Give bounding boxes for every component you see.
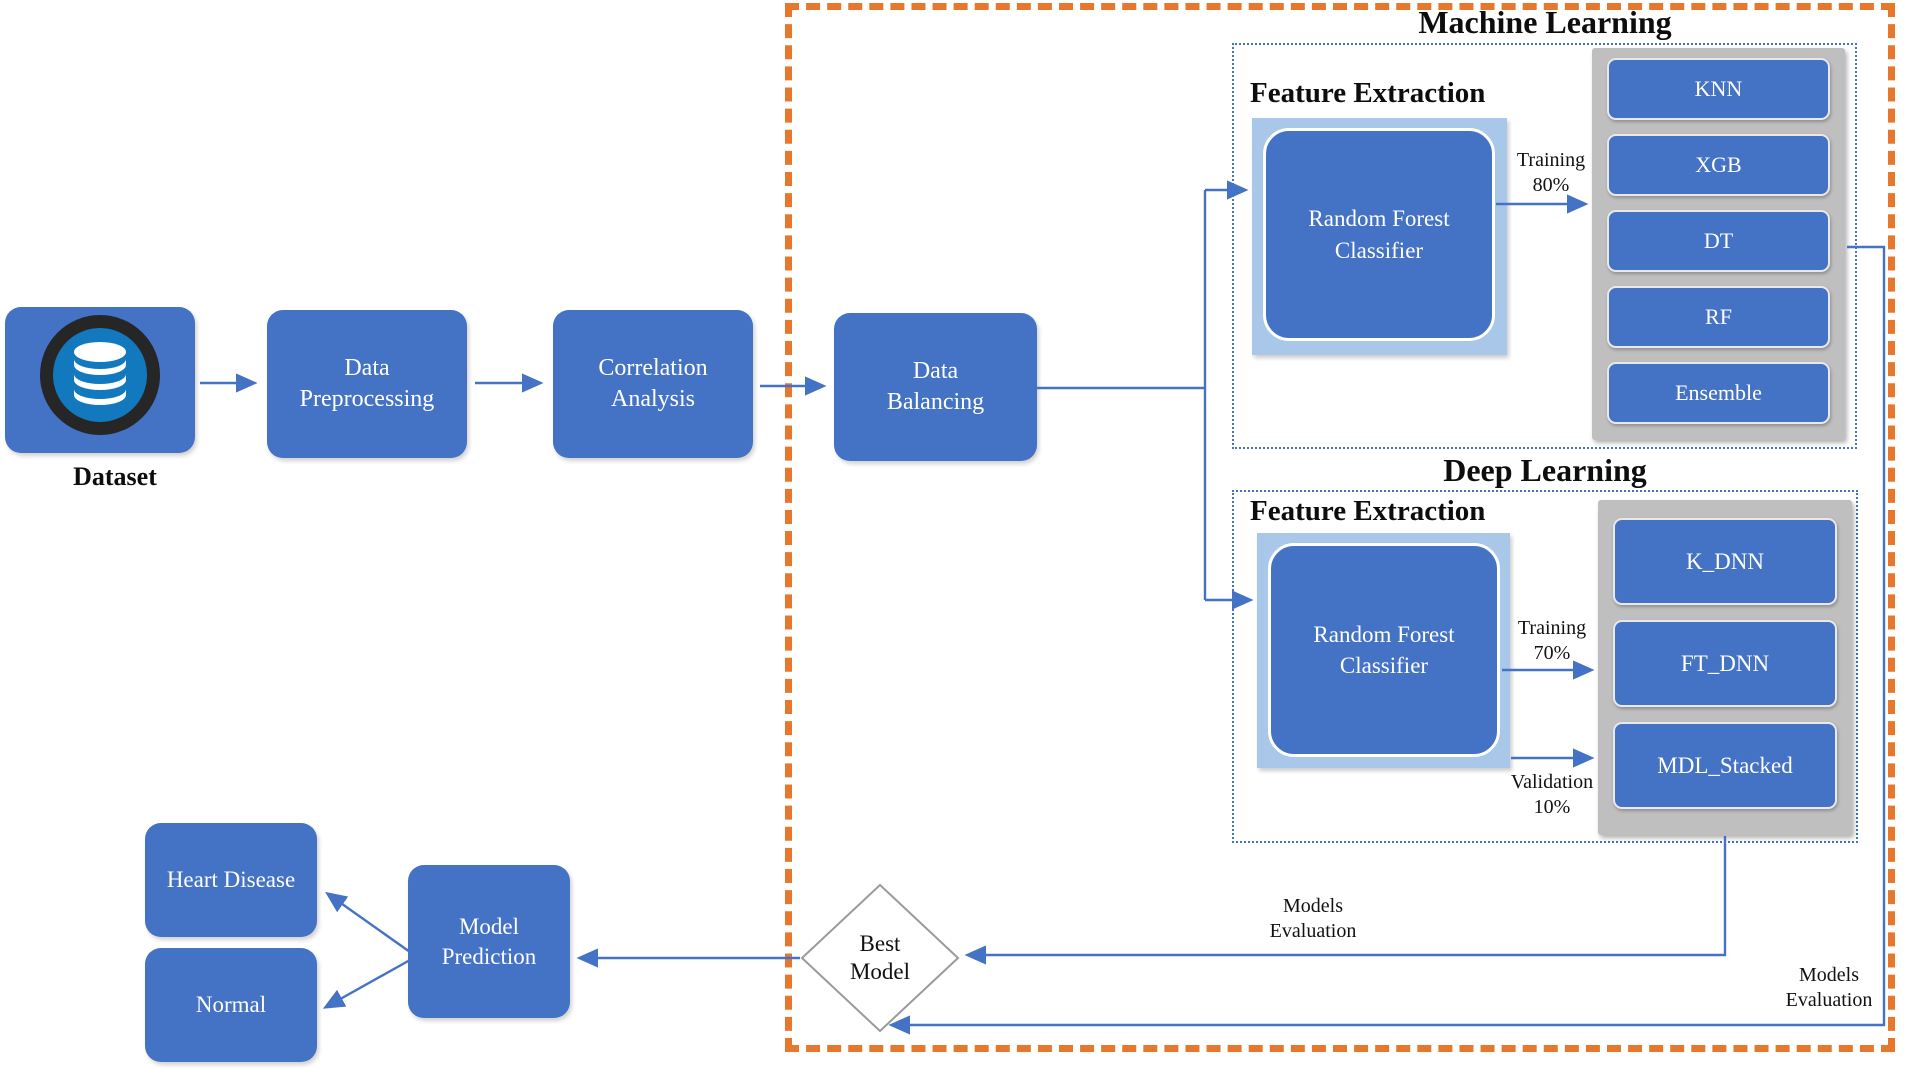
- ml-model-dt: DT: [1607, 210, 1830, 272]
- ml-model-rf: RF: [1607, 286, 1830, 348]
- database-icon: [37, 312, 163, 447]
- dl-random-forest-box: Random Forest Classifier: [1268, 543, 1500, 757]
- ml-model-ensemble: Ensemble: [1607, 362, 1830, 424]
- ml-model-xgb: XGB: [1607, 134, 1830, 196]
- ml-training-split-label: Training 80%: [1516, 149, 1586, 196]
- ml-models-evaluation-label: Models Evaluation: [1785, 964, 1873, 1011]
- normal-label: Normal: [195, 992, 267, 1018]
- ml-feature-extraction-title: Feature Extraction: [1250, 77, 1486, 109]
- ml-random-forest-label: Random Forest Classifier: [1308, 206, 1450, 263]
- dl-model-kdnn: K_DNN: [1613, 518, 1837, 605]
- correlation-analysis-box: Correlation Analysis: [553, 310, 753, 458]
- correlation-analysis-label: Correlation Analysis: [598, 354, 708, 412]
- deep-learning-title: Deep Learning: [1443, 452, 1647, 488]
- dl-model-ftdnn: FT_DNN: [1613, 620, 1837, 707]
- dl-models-evaluation-label: Models Evaluation: [1269, 895, 1357, 942]
- dataset-label: Dataset: [73, 462, 157, 491]
- ml-model-knn: KNN: [1607, 58, 1830, 120]
- data-balancing-box: Data Balancing: [834, 313, 1037, 461]
- dl-model-mdl-stacked: MDL_Stacked: [1613, 722, 1837, 809]
- dl-random-forest-label: Random Forest Classifier: [1313, 621, 1455, 678]
- dl-training-split-label: Training 70%: [1517, 617, 1587, 664]
- orange-dashed-frame: [785, 3, 1895, 1052]
- data-balancing-label: Data Balancing: [886, 357, 985, 415]
- arrow-prediction-to-heart-disease: [325, 891, 411, 953]
- heart-disease-box: Heart Disease: [145, 823, 317, 937]
- heart-disease-label: Heart Disease: [166, 867, 296, 893]
- model-prediction-label: Model Prediction: [441, 913, 537, 969]
- dl-validation-split-label: Validation 10%: [1510, 771, 1594, 818]
- data-preprocessing-box: Data Preprocessing: [267, 310, 467, 458]
- ml-random-forest-box: Random Forest Classifier: [1263, 128, 1495, 341]
- data-preprocessing-label: Data Preprocessing: [299, 354, 435, 412]
- best-model-text: Best Model: [849, 931, 911, 984]
- dl-feature-extraction-title: Feature Extraction: [1250, 495, 1486, 527]
- dataset-box: [5, 307, 195, 453]
- normal-box: Normal: [145, 948, 317, 1062]
- machine-learning-title: Machine Learning: [1418, 4, 1672, 40]
- arrow-prediction-to-normal: [322, 958, 411, 1009]
- model-prediction-box: Model Prediction: [408, 865, 570, 1018]
